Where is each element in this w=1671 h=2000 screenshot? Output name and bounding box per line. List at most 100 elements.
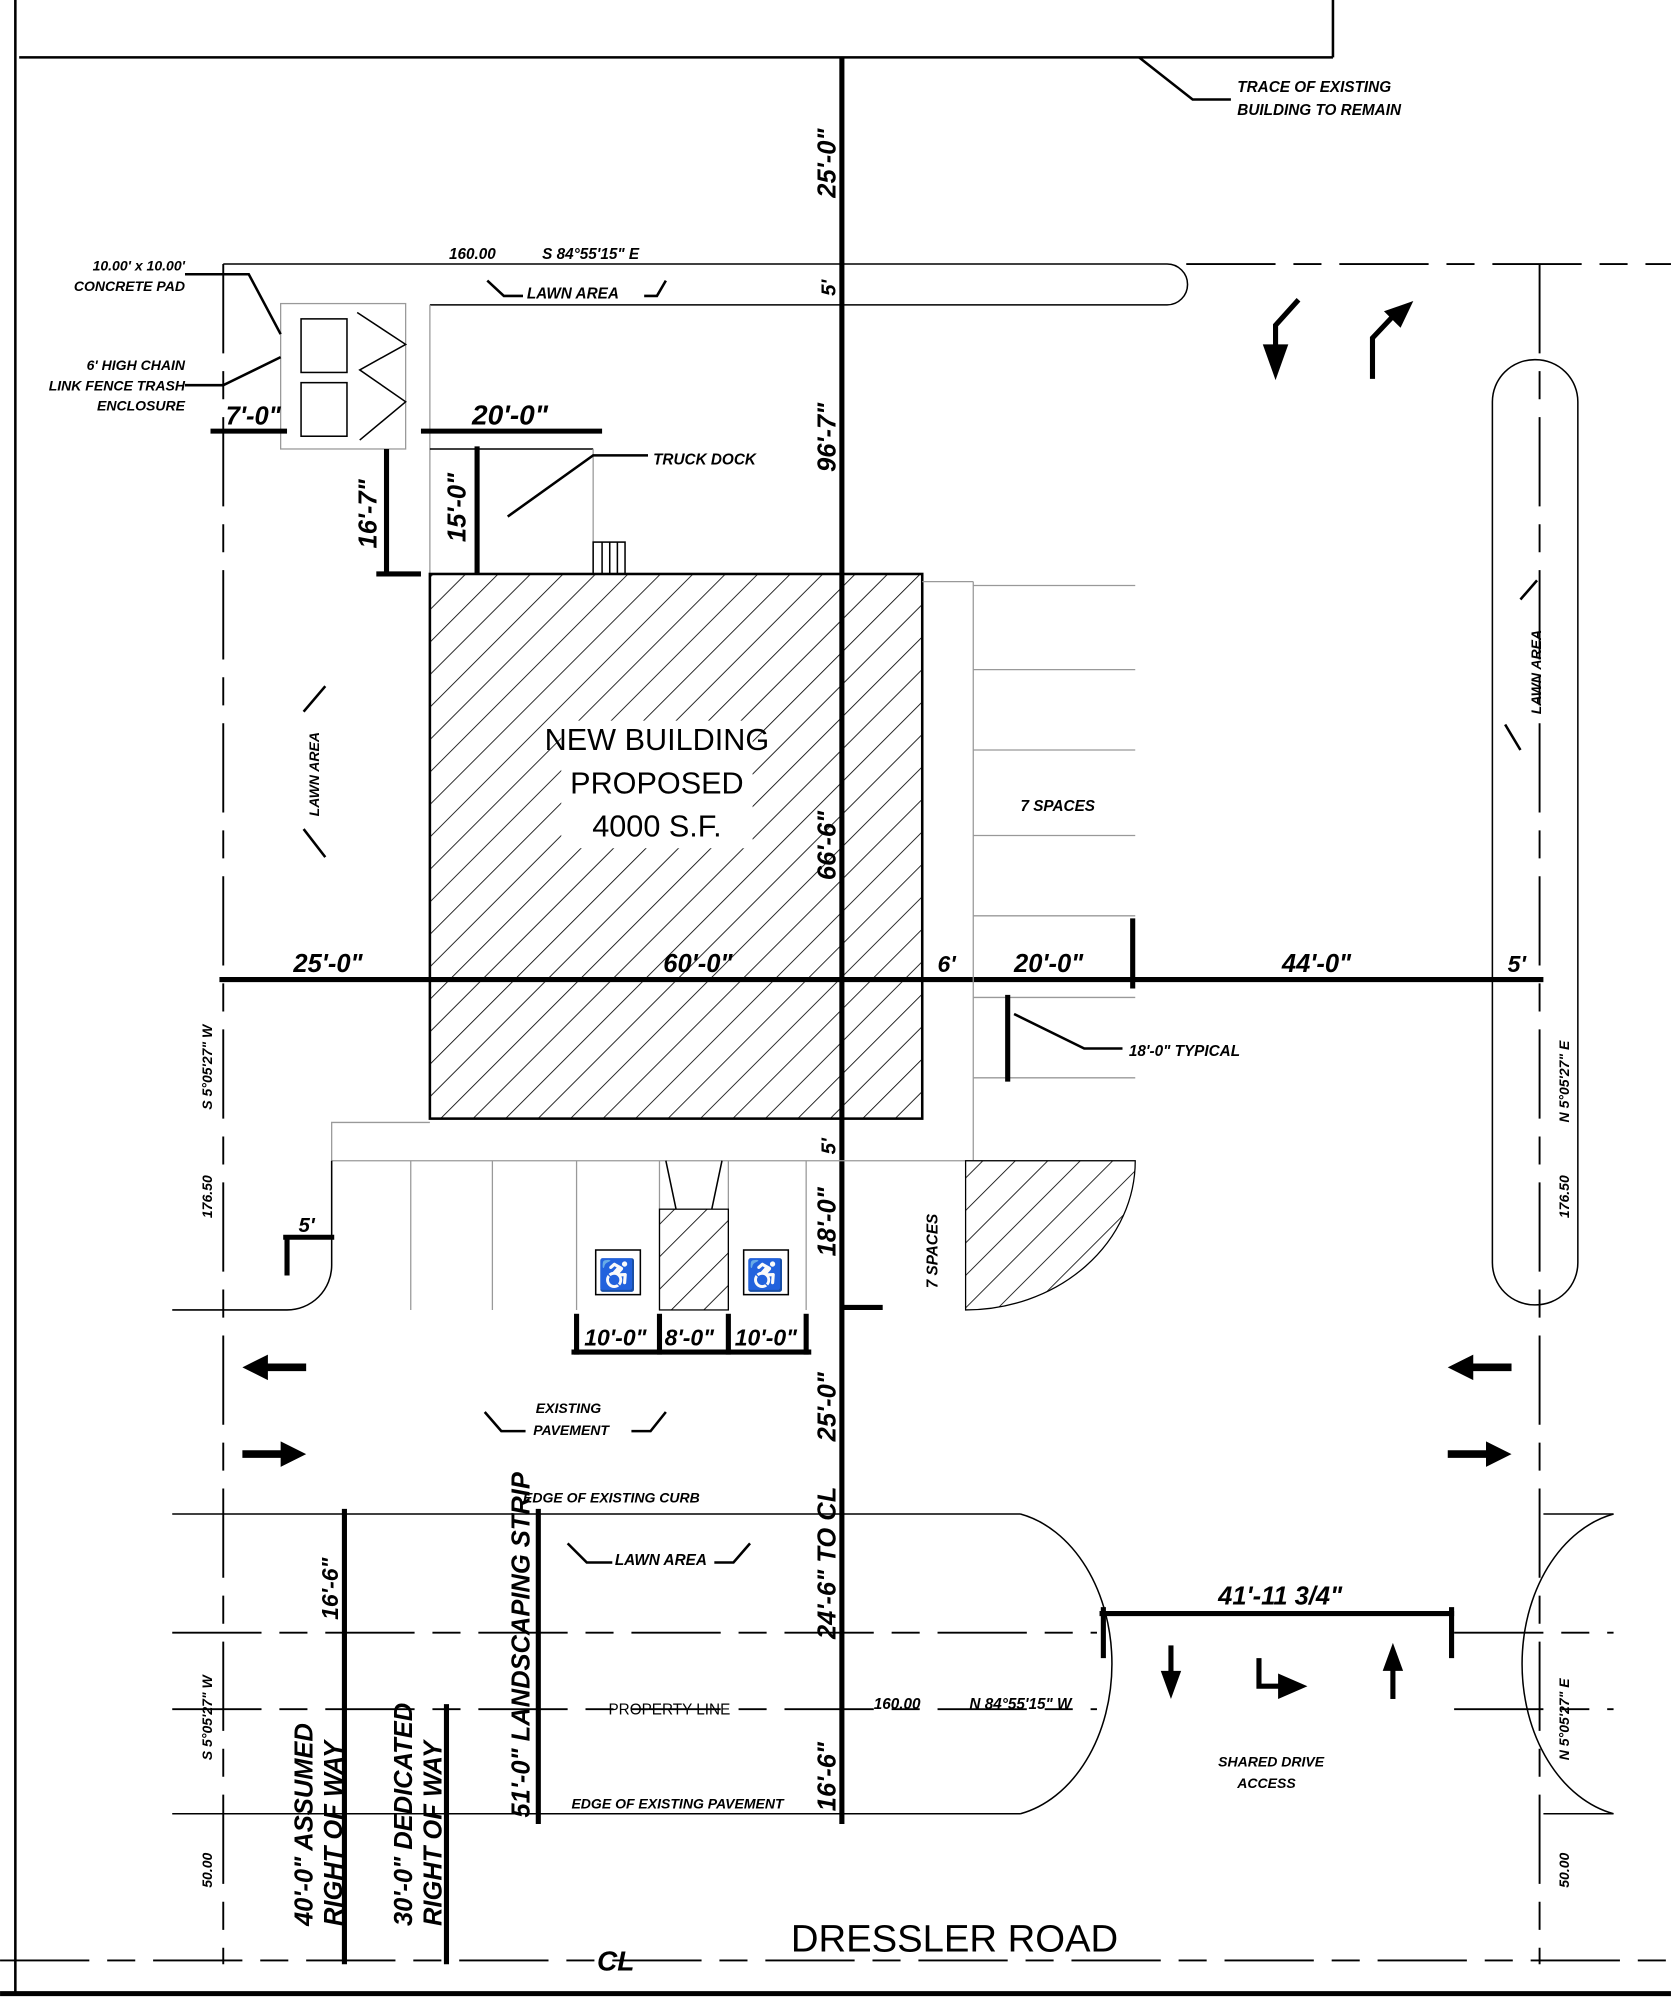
drawing-label: EDGE OF EXISTING PAVEMENT xyxy=(571,1796,785,1812)
drawing-label: ACCESS xyxy=(1236,1775,1296,1791)
drawing-linework xyxy=(1504,723,1522,751)
drawing-label: 5' xyxy=(819,279,841,296)
trash-enclosure: 10.00' x 10.00' CONCRETE PAD 6' HIGH CHA… xyxy=(49,257,408,450)
drawing-linework xyxy=(280,302,407,450)
accessible-parking-icon: ♿ xyxy=(742,1249,790,1296)
drawing-linework xyxy=(1521,1513,1614,1815)
road-label: DRESSLER ROAD CL xyxy=(597,1918,1118,1977)
drawing-linework xyxy=(1262,344,1289,381)
drawing-label: CONCRETE PAD xyxy=(74,278,185,294)
drawing-linework xyxy=(1020,1513,1113,1815)
drawing-label: 25'-0" xyxy=(814,1371,842,1442)
drawing-label: 5' xyxy=(819,1137,841,1154)
drawing-label: 50.00 xyxy=(199,1852,215,1887)
right-of-way-dimensions: 16'-6" 40'-0" ASSUMED RIGHT OF WAY 30'-0… xyxy=(291,1471,541,1965)
road-name: DRESSLER ROAD xyxy=(791,1918,1118,1961)
drawing-linework xyxy=(1491,358,1579,1306)
drawing-linework xyxy=(631,1411,667,1433)
drawing-label: LAWN AREA xyxy=(615,1552,707,1569)
drawing-linework xyxy=(1160,1670,1182,1699)
drawing-label: SHARED DRIVE xyxy=(1218,1754,1325,1770)
lower-parking: ♿ ♿ 10'-0" 8'-0" 10'-0" 7 SPACES 5' xyxy=(172,1121,1136,1355)
drawing-linework xyxy=(1519,579,1538,601)
drawing-label: 15'-0" xyxy=(444,472,472,542)
drawing-linework xyxy=(964,1160,1136,1311)
drawing-label: 160.00 xyxy=(874,1696,921,1713)
drawing-label: 16'-7" xyxy=(354,478,382,548)
building-label-3: 4000 S.F. xyxy=(592,810,721,844)
drawing-linework xyxy=(486,279,524,298)
drawing-label: 16'-6" xyxy=(814,1741,842,1811)
drawing-label: PROPERTY LINE xyxy=(608,1701,730,1718)
building-label-1: NEW BUILDING xyxy=(545,723,770,757)
drawing-label: TRUCK DOCK xyxy=(653,451,757,468)
horizontal-dimension: 25'-0" 60'-0" 6' 20'-0" 44'-0" 5' xyxy=(219,918,1544,989)
center-vertical-dimension: 25'-0" 5' 96'-7" 66'-6" 5' 18'-0" 25'-0"… xyxy=(814,57,883,1824)
arrow-turn-right-icon xyxy=(1256,1658,1282,1689)
drawing-label: 66'-6" xyxy=(814,810,842,880)
right-lawn-island: LAWN AREA N 5°05'27" E 176.50 xyxy=(1491,358,1579,1306)
drawing-linework xyxy=(223,263,1189,306)
drawing-label: 7 SPACES xyxy=(1020,798,1095,815)
drawing-label: LAWN AREA xyxy=(306,732,322,816)
drawing-label: 50.00 xyxy=(1556,1852,1572,1887)
drawing-label: LAWN AREA xyxy=(1528,630,1544,714)
drawing-linework xyxy=(300,318,348,374)
arrow-right-icon xyxy=(242,1441,307,1467)
arrow-up-right-icon xyxy=(1369,314,1395,379)
drawing-label: LINK FENCE TRASH xyxy=(49,377,186,393)
traffic-arrows: EXISTING PAVEMENT xyxy=(242,298,1512,1467)
drawing-label: RIGHT OF WAY xyxy=(320,1739,348,1926)
drawing-label: 6' HIGH CHAIN xyxy=(87,357,186,373)
drawing-linework xyxy=(665,1160,723,1210)
drawing-linework xyxy=(302,685,327,713)
drawing-label: PAVEMENT xyxy=(533,1422,610,1438)
drawing-linework xyxy=(300,381,348,437)
drawing-label: 20'-0" xyxy=(1013,950,1084,978)
drawing-label: 44'-0" xyxy=(1281,950,1352,978)
top-distance: 160.00 xyxy=(449,246,496,263)
drawing-linework xyxy=(658,1208,729,1311)
drawing-label: 18'-0" TYPICAL xyxy=(1129,1043,1240,1060)
drawing-label: ENCLOSURE xyxy=(97,398,186,414)
drawing-label: 7'-0" xyxy=(226,403,282,431)
drawing-label: 5' xyxy=(1508,951,1528,977)
drawing-label: 25'-0" xyxy=(814,128,842,199)
drawing-label: 51'-0" LANDSCAPING STRIP xyxy=(507,1471,535,1817)
drawing-label: 18'-0" xyxy=(814,1186,842,1256)
drawing-linework xyxy=(172,1160,333,1311)
road-frontage: EDGE OF EXISTING CURB LAWN AREA PROPERTY… xyxy=(172,1490,1614,1888)
drawing-linework xyxy=(1278,1673,1308,1699)
drawing-label: 10'-0" xyxy=(584,1325,647,1351)
drawing-label: LAWN AREA xyxy=(527,285,619,302)
drawing-label: 20'-0" xyxy=(471,400,549,431)
drawing-label: N 84°55'15" W xyxy=(969,1696,1073,1713)
drawing-linework xyxy=(594,1249,642,1296)
drawing-label: 40'-0" ASSUMED xyxy=(291,1723,319,1927)
drawing-label: 25'-0" xyxy=(292,950,363,978)
drawing-linework xyxy=(1382,1642,1404,1671)
top-lawn-strip: 160.00 S 84°55'15" E LAWN AREA xyxy=(223,246,1189,306)
drawing-label: RIGHT OF WAY xyxy=(419,1739,447,1926)
right-parking: 7 SPACES 18'-0" TYPICAL xyxy=(922,580,1240,1161)
drawing-label: BUILDING TO REMAIN xyxy=(1237,102,1402,119)
drawing-linework xyxy=(506,454,649,518)
drawing-label: 10.00' x 10.00' xyxy=(93,257,186,273)
proposed-building: NEW BUILDING PROPOSED 4000 S.F. xyxy=(428,572,924,1120)
drawing-label: 176.50 xyxy=(199,1175,215,1218)
drawing-label: EDGE OF EXISTING CURB xyxy=(523,1490,700,1506)
drawing-linework xyxy=(1138,56,1231,101)
drawing-label: 8'-0" xyxy=(665,1325,716,1351)
existing-building-note: TRACE OF EXISTING BUILDING TO REMAIN xyxy=(1138,56,1402,119)
centerline-symbol: CL xyxy=(597,1946,634,1977)
drawing-linework xyxy=(184,355,282,387)
left-lawn-area: LAWN AREA S 5°05'27" W 176.50 xyxy=(199,685,327,1218)
drawing-label: 5' xyxy=(299,1215,316,1237)
drawing-label: TRACE OF EXISTING xyxy=(1237,79,1391,96)
drawing-label: 24'-6" TO CL xyxy=(814,1487,842,1640)
drawing-label: 30'-0" DEDICATED xyxy=(390,1703,418,1926)
drawing-label: 60'-0" xyxy=(663,950,733,978)
drawing-linework xyxy=(302,828,327,858)
